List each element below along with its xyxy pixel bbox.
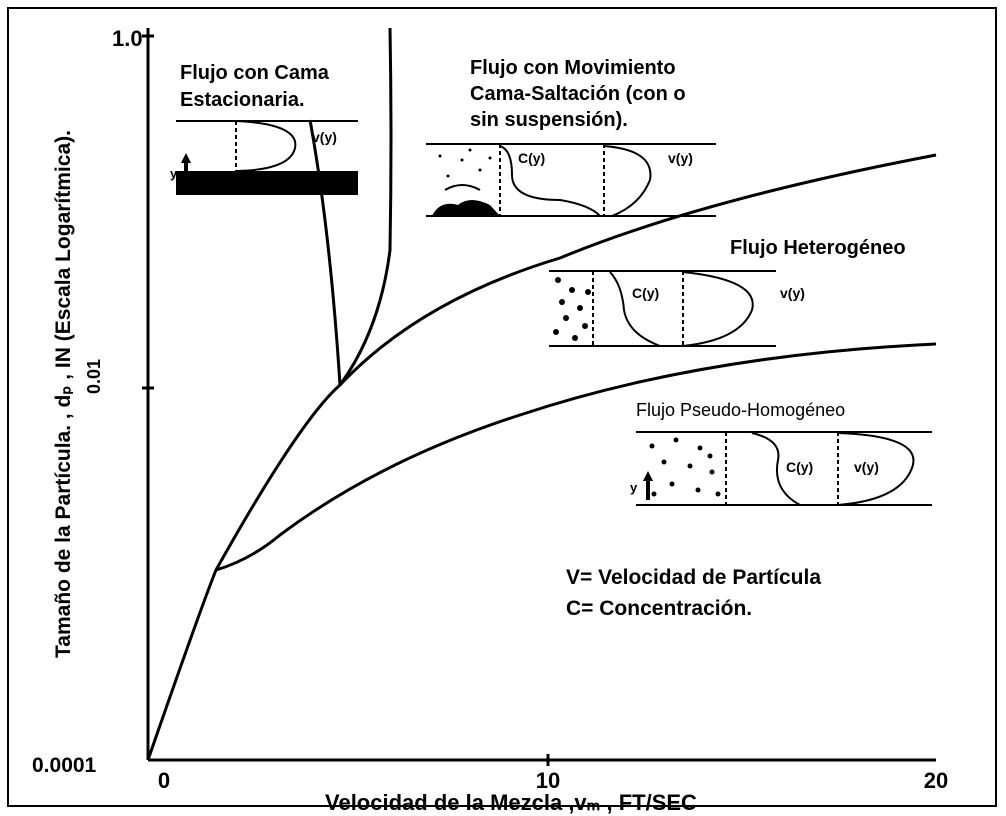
pseudo-v-label: v(y): [854, 459, 879, 475]
boundary-curve-pseudo-homogeneous: [215, 342, 937, 572]
heterogeneous-c-label: C(y): [632, 285, 659, 301]
heterogeneous-v-label: v(y): [780, 285, 805, 301]
y-axis-title: Tamaño de la Partícula. , dₚ , IN (Escal…: [52, 130, 75, 658]
x-axis-title: Velocidad de la Mezcla ,vₘ , FT/SEC: [325, 790, 697, 815]
pseudo-y-label: y: [630, 480, 638, 495]
x-tick-3: 20: [924, 768, 948, 793]
saltation-profile-sketch: C(y) v(y): [426, 143, 716, 217]
saltation-title-line1: Flujo con Movimiento: [470, 57, 676, 79]
x-tick-1: 0: [158, 768, 170, 793]
stationary-y-label: y: [170, 166, 178, 181]
saltation-c-label: C(y): [518, 150, 545, 166]
y-tick-2: 0.01: [84, 359, 104, 394]
saltation-title-line3: sin suspensión).: [470, 109, 628, 131]
heterogeneous-profile-sketch: C(y) v(y): [549, 270, 805, 347]
boundary-curve-stationary-left: [308, 119, 342, 386]
legend-concentration: C= Concentración.: [566, 597, 752, 620]
boundary-curve-stationary-right: [146, 27, 393, 761]
heterogeneous-title: Flujo Heterogéneo: [730, 237, 906, 259]
boundary-curve-heterogeneous: [338, 153, 937, 387]
saltation-v-label: v(y): [668, 150, 693, 166]
y-tick-1: 1.0: [112, 26, 143, 51]
saltation-title-line2: Cama-Saltación (con o: [470, 83, 686, 105]
figure-frame: [7, 7, 997, 807]
y-tick-3: 0.0001: [32, 754, 97, 777]
stationary-title-line2: Estacionaria.: [180, 89, 305, 111]
legend-velocity: V= Velocidad de Partícula: [566, 566, 821, 589]
x-tick-2: 10: [536, 768, 560, 793]
stationary-profile-sketch: y v(y): [170, 120, 358, 195]
stationary-v-label: v(y): [312, 129, 337, 145]
stationary-title-line1: Flujo con Cama: [180, 62, 330, 84]
pseudo-c-label: C(y): [786, 459, 813, 475]
pseudo-title: Flujo Pseudo-Homogéneo: [636, 400, 845, 420]
pseudo-profile-sketch: y C(y) v(y): [630, 431, 932, 506]
